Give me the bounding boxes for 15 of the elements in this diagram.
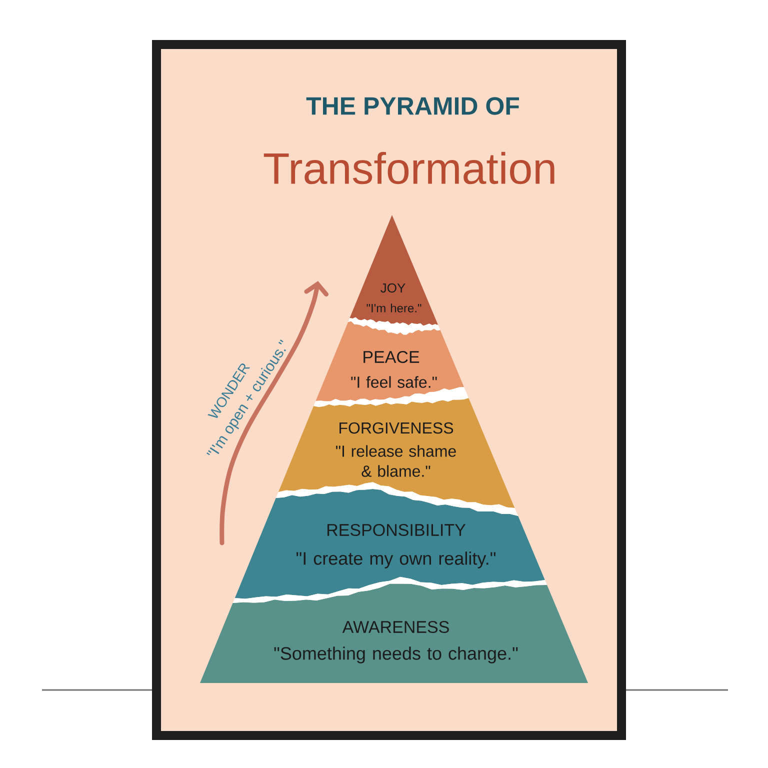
layer-heading: PEACE bbox=[364, 350, 420, 364]
layer-quote: "I feel safe." bbox=[351, 376, 437, 388]
layer-quote: "I release shame & blame." bbox=[336, 445, 456, 477]
pyramid-layer bbox=[316, 317, 464, 402]
pyramid-layer bbox=[234, 482, 545, 599]
layer-heading: FORGIVENESS bbox=[340, 422, 454, 434]
layer-heading: RESPONSIBILITY bbox=[328, 524, 466, 536]
layer-quote: "I create my own reality." bbox=[296, 552, 496, 568]
pyramid-layer bbox=[350, 215, 438, 326]
layer-heading: AWARENESS bbox=[342, 620, 449, 634]
layer-quote: "Something needs to change." bbox=[274, 646, 518, 664]
layer-quote: "I'm here." bbox=[366, 304, 422, 312]
title: THE PYRAMID OF bbox=[306, 97, 519, 115]
layer-heading: JOY bbox=[380, 283, 406, 293]
pyramid-layer bbox=[200, 576, 588, 683]
